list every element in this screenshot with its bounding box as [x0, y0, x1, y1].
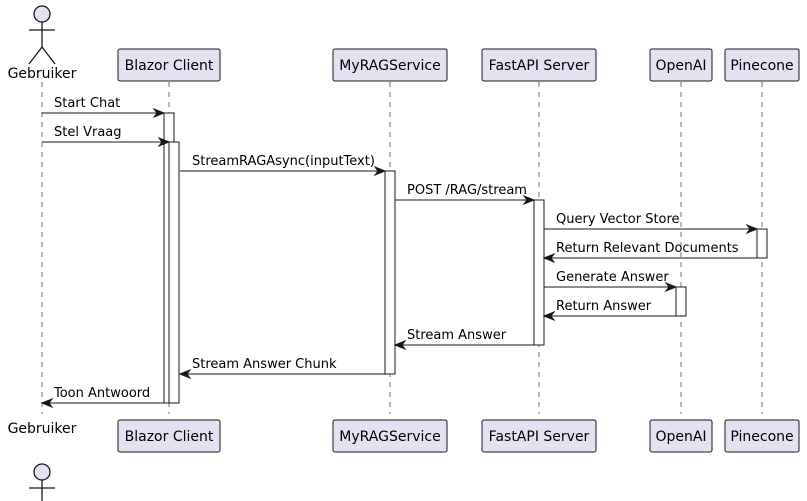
message-label: Query Vector Store — [556, 212, 680, 227]
message-9: Stream Answer — [393, 328, 534, 351]
participant-box — [481, 419, 597, 453]
participants-top: Gebruiker Blazor Client MyRAGService FastAP… — [8, 5, 800, 82]
participant-label: Blazor Client — [125, 429, 214, 445]
participant-label: OpenAI — [655, 58, 706, 74]
participant-fastapi: FastAPI Server — [481, 419, 597, 453]
participant-label: FastAPI Server — [489, 58, 590, 74]
message-3: StreamRAGAsync(inputText) — [180, 154, 387, 177]
actor-gebruiker: Gebruiker — [8, 421, 77, 501]
participant-label: MyRAGService — [339, 58, 440, 74]
participant-blazor: Blazor Client — [117, 48, 221, 82]
participant-openai: OpenAI — [649, 48, 713, 82]
arrow-head-icon — [40, 397, 54, 409]
message-label: Stream Answer Chunk — [192, 357, 337, 372]
participant-box — [649, 48, 713, 82]
actor-label: Gebruiker — [8, 66, 77, 82]
message-11: Toon Antwoord — [40, 386, 164, 409]
participant-box — [117, 419, 221, 453]
activation-bar-openai — [675, 286, 687, 317]
participant-box — [332, 419, 448, 453]
message-label: POST /RAG/stream — [407, 183, 527, 198]
participant-blazor: Blazor Client — [117, 419, 221, 453]
actor-gebruiker: Gebruiker — [8, 5, 77, 82]
message-label: Generate Answer — [556, 270, 669, 285]
activation-bar-fastapi — [533, 199, 545, 346]
actor-left-leg — [28, 46, 43, 65]
message-label: Stream Answer — [407, 328, 507, 343]
participant-label: OpenAI — [655, 429, 706, 445]
participant-pinecone: Pinecone — [724, 419, 800, 453]
activation-bar-blazor — [168, 141, 180, 404]
arrow-head-icon — [745, 223, 759, 235]
message-label: StreamRAGAsync(inputText) — [192, 154, 375, 169]
arrow-head-icon — [157, 136, 171, 148]
participant-rag: MyRAGService — [332, 419, 448, 453]
actor-label: Gebruiker — [8, 421, 77, 437]
participant-openai: OpenAI — [649, 419, 713, 453]
participant-box — [724, 48, 800, 82]
activation-bar-pinecone — [756, 228, 768, 259]
participant-label: Pinecone — [730, 58, 793, 74]
arrow-head-icon — [373, 165, 387, 177]
participant-label: MyRAGService — [339, 429, 440, 445]
participant-fastapi: FastAPI Server — [481, 48, 597, 82]
participant-pinecone: Pinecone — [724, 48, 800, 82]
message-label: Start Chat — [54, 96, 120, 111]
message-10: Stream Answer Chunk — [178, 357, 385, 380]
message-label: Stel Vraag — [54, 125, 122, 140]
message-5: Query Vector Store — [544, 212, 759, 235]
arrow-head-icon — [522, 194, 536, 206]
message-8: Return Answer — [542, 299, 676, 322]
arrow-head-icon — [664, 281, 678, 293]
message-4: POST /RAG/stream — [395, 183, 536, 206]
message-label: Toon Antwoord — [53, 386, 150, 401]
participant-label: FastAPI Server — [489, 429, 590, 445]
message-7: Generate Answer — [544, 270, 678, 293]
participant-label: Pinecone — [730, 429, 793, 445]
message-2: Stel Vraag — [42, 125, 171, 148]
message-6: Return Relevant Documents — [542, 241, 757, 264]
message-1: Start Chat — [42, 96, 166, 119]
activation-bars — [163, 112, 768, 404]
arrow-head-icon — [178, 368, 192, 380]
actor-head-icon — [33, 463, 51, 481]
arrow-head-icon — [152, 107, 166, 119]
message-label: Return Answer — [556, 299, 652, 314]
participant-box — [724, 419, 800, 453]
arrow-head-icon — [393, 339, 407, 351]
message-label: Return Relevant Documents — [556, 241, 739, 256]
participant-box — [649, 419, 713, 453]
participant-box — [481, 48, 597, 82]
actor-head-icon — [33, 5, 51, 23]
arrow-head-icon — [542, 252, 556, 264]
arrow-head-icon — [542, 310, 556, 322]
participant-box — [117, 48, 221, 82]
participant-label: Blazor Client — [125, 58, 214, 74]
activation-bar-rag — [384, 170, 396, 375]
participant-box — [332, 48, 448, 82]
actor-right-leg — [41, 46, 56, 65]
participant-rag: MyRAGService — [332, 48, 448, 82]
